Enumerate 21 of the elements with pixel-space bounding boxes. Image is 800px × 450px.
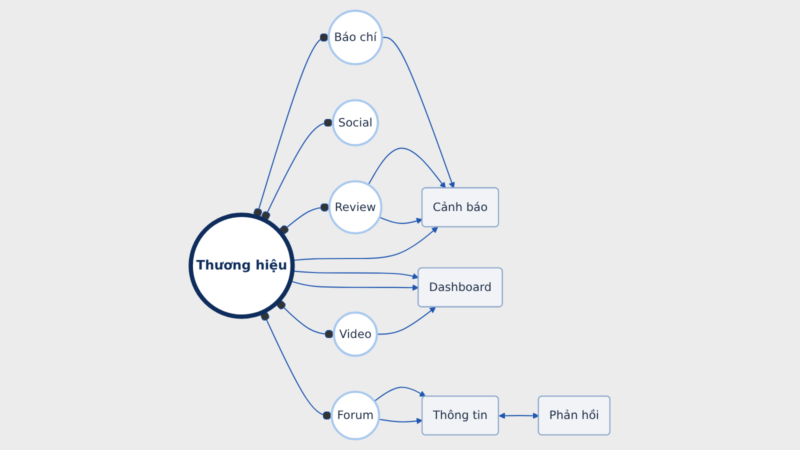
arrow (378, 216, 422, 224)
node-circle: Thương hiệu (188, 212, 294, 319)
connector (279, 202, 330, 234)
connector (261, 118, 332, 220)
connector (260, 312, 332, 420)
arrow (376, 306, 436, 335)
arrow (374, 386, 426, 402)
node-circle: Review (328, 180, 382, 234)
connector (276, 300, 334, 339)
arrow (382, 36, 454, 188)
node-circle: Báo chí (327, 10, 383, 66)
node-circle: Social (331, 99, 379, 146)
node-circle: Video (332, 312, 378, 357)
node-circle: Forum (330, 390, 380, 440)
connector (253, 33, 328, 218)
arrow (290, 280, 418, 291)
arrow (292, 270, 418, 280)
arrow (498, 412, 539, 419)
arrow (378, 418, 422, 424)
arrow (368, 148, 446, 188)
arrow (292, 226, 438, 261)
